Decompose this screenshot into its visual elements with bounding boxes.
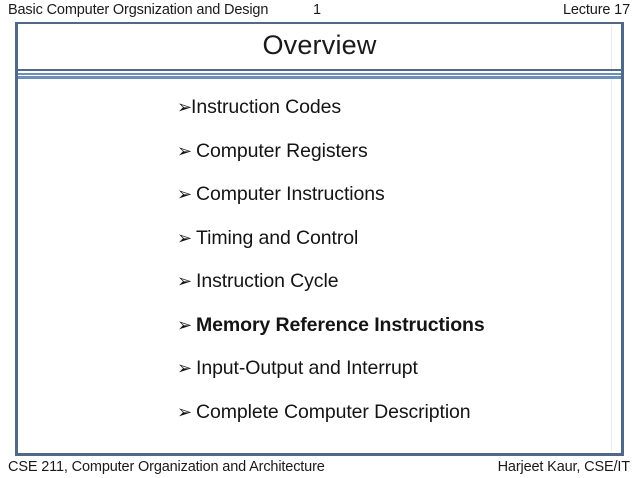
bullet-list: ➢ Instruction Codes ➢ Computer Registers… [177, 94, 605, 442]
list-item: ➢ Instruction Codes [177, 94, 605, 138]
list-item-highlighted: ➢ Memory Reference Instructions [177, 312, 605, 356]
arrow-bullet-icon: ➢ [177, 401, 193, 422]
arrow-bullet-icon: ➢ [177, 97, 193, 117]
list-item: ➢ Input-Output and Interrupt [177, 355, 605, 399]
divider-line-3 [18, 76, 621, 79]
title-divider [18, 69, 621, 80]
footer-author-label: Harjeet Kaur, CSE/IT [497, 459, 631, 475]
list-item: ➢ Timing and Control [177, 225, 605, 269]
header-course-title: Basic Computer Orgsnization and Design [8, 2, 269, 18]
list-item-label: Input-Output and Interrupt [196, 357, 418, 379]
inner-guide-line [611, 26, 612, 451]
list-item-label: Computer Instructions [196, 183, 385, 205]
footer-course-label: CSE 211, Computer Organization and Archi… [8, 459, 325, 475]
list-item-label: Instruction Cycle [196, 270, 339, 292]
arrow-bullet-icon: ➢ [177, 358, 193, 378]
list-item: ➢ Computer Instructions [177, 181, 605, 225]
header-lecture-label: Lecture 17 [562, 2, 630, 18]
list-item-label: Instruction Codes [191, 96, 342, 118]
list-item: ➢ Computer Registers [177, 138, 605, 182]
slide-footer: CSE 211, Computer Organization and Archi… [0, 458, 638, 478]
arrow-bullet-icon: ➢ [177, 314, 193, 335]
list-item: ➢ Complete Computer Description [177, 399, 605, 443]
arrow-bullet-icon: ➢ [177, 140, 193, 161]
slide-content-frame: Overview ➢ Instruction Codes ➢ Computer … [15, 22, 624, 456]
divider-line-1 [18, 69, 621, 71]
list-item-label: Complete Computer Description [196, 400, 471, 423]
arrow-bullet-icon: ➢ [177, 271, 193, 291]
header-page-number: 1 [313, 2, 321, 18]
list-item-label: Timing and Control [196, 226, 359, 249]
arrow-bullet-icon: ➢ [177, 227, 193, 248]
page-title: Overview [262, 30, 377, 60]
slide-header: Basic Computer Orgsnization and Design 1… [0, 0, 638, 21]
list-item-label: Memory Reference Instructions [196, 313, 485, 336]
divider-gap-1 [18, 72, 621, 73]
slide-title-area: Overview [18, 24, 621, 69]
divider-line-2 [18, 73, 621, 75]
divider-gap-2 [18, 75, 621, 76]
list-item: ➢ Instruction Cycle [177, 268, 605, 312]
list-item-label: Computer Registers [196, 139, 368, 162]
arrow-bullet-icon: ➢ [177, 184, 193, 204]
